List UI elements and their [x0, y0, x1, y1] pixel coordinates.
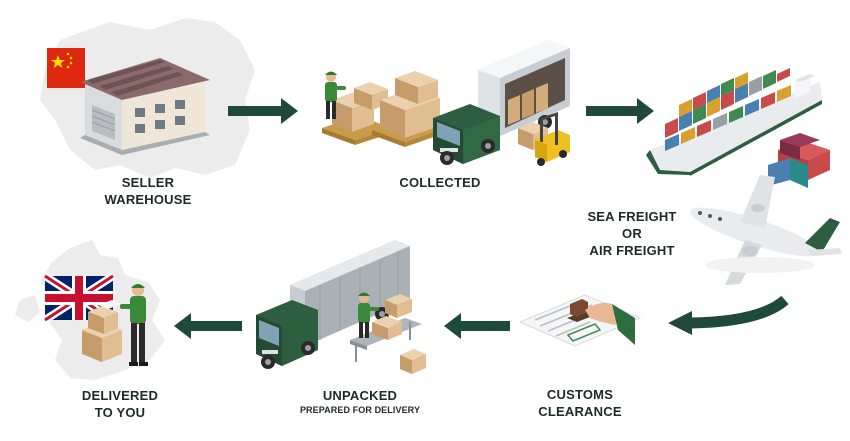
collected-scene — [322, 40, 570, 166]
delivery-boxes-icon — [82, 300, 122, 362]
shipping-containers-icon — [768, 133, 830, 188]
label-customs-line2: CLEARANCE — [538, 404, 622, 419]
label-freight-line2: OR — [622, 226, 642, 241]
worker-unpacking-icon — [358, 292, 379, 338]
cargo-ship-icon — [646, 68, 822, 176]
label-freight-line1: SEA FREIGHT — [587, 209, 677, 224]
warehouse-icon — [80, 58, 210, 155]
label-freight: SEA FREIGHT OR AIR FREIGHT — [572, 208, 692, 259]
label-unpacked-line2: PREPARED FOR DELIVERY — [299, 405, 421, 415]
forklift-icon — [535, 112, 570, 166]
label-unpacked-line1: UNPACKED — [322, 388, 398, 403]
label-seller-warehouse-line1: SELLER — [121, 175, 175, 190]
label-seller-warehouse-line2: WAREHOUSE — [104, 192, 192, 207]
label-customs: CUSTOMS CLEARANCE — [520, 386, 640, 420]
unpacked-scene — [256, 240, 426, 374]
label-customs-line1: CUSTOMS — [546, 387, 614, 402]
delivery-worker-icon — [120, 284, 148, 366]
customs-stamp-icon — [518, 294, 642, 347]
label-delivered-line1: DELIVERED — [81, 388, 159, 403]
label-delivered-line2: TO YOU — [94, 405, 146, 420]
delivery-truck-icon — [433, 40, 570, 165]
label-collected: COLLECTED — [385, 174, 495, 191]
arrow-warehouse-to-collected — [228, 98, 298, 124]
label-freight-line3: AIR FREIGHT — [589, 243, 675, 258]
cargo-plane-icon — [690, 175, 842, 285]
label-collected-line1: COLLECTED — [399, 175, 481, 190]
label-delivered: DELIVERED TO YOU — [65, 387, 175, 421]
conveyor-icon — [350, 316, 422, 362]
china-flag-icon — [47, 48, 85, 88]
arrow-unpacked-to-delivered — [174, 313, 242, 339]
container-truck-icon — [256, 240, 410, 369]
worker-icon — [325, 71, 346, 119]
arrow-collected-to-freight — [586, 98, 654, 124]
label-unpacked: UNPACKED PREPARED FOR DELIVERY — [275, 387, 445, 416]
arrow-customs-to-unpacked — [444, 313, 510, 339]
arrow-freight-to-customs — [668, 295, 789, 335]
label-seller-warehouse: SELLER WAREHOUSE — [88, 174, 208, 208]
